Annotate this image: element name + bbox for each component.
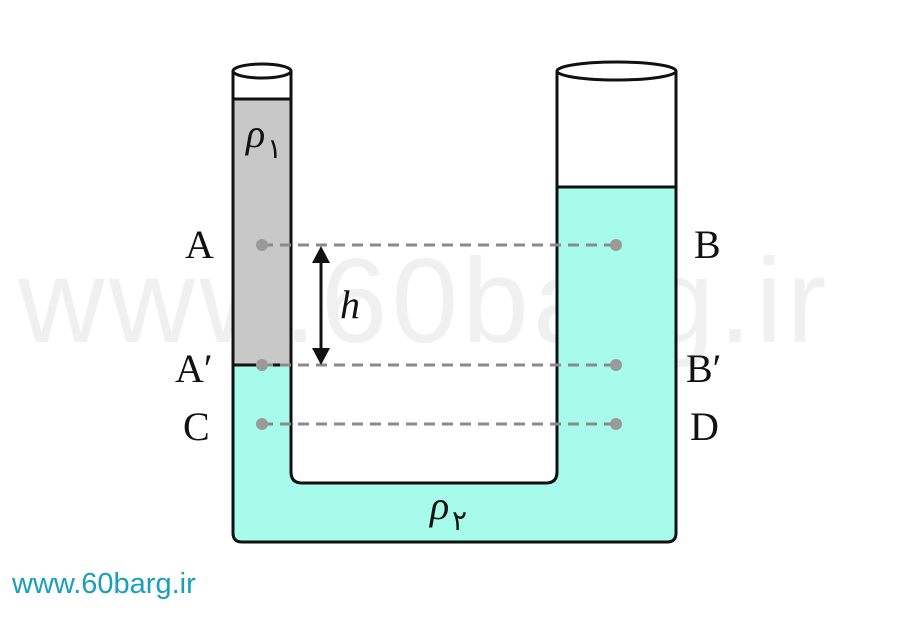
- point-d: [610, 418, 622, 430]
- label-height: h: [340, 282, 360, 327]
- label-b: B: [694, 222, 721, 267]
- background-watermark: www.60barg.ir: [17, 234, 830, 368]
- label-a-prime: A′: [175, 346, 213, 391]
- fluid1-region: [233, 99, 291, 365]
- point-b-prime: [610, 359, 622, 371]
- label-rho2-symbol: ρ: [428, 483, 449, 528]
- label-d: D: [690, 404, 719, 449]
- label-rho1-subscript: ۱: [267, 134, 282, 165]
- label-rho1-symbol: ρ: [244, 111, 265, 156]
- fluid2-region: [233, 187, 676, 542]
- footer-website-url: www.60barg.ir: [12, 568, 196, 600]
- label-rho2-subscript: ۲: [452, 506, 467, 537]
- left-tube-rim: [231, 62, 293, 80]
- point-a: [256, 239, 268, 251]
- label-c: C: [183, 404, 210, 449]
- u-tube-outline: [231, 71, 678, 544]
- label-a: A: [185, 222, 214, 267]
- right-tube-rim: [555, 60, 678, 82]
- point-c: [256, 418, 268, 430]
- label-b-prime: B′: [686, 346, 721, 391]
- point-b: [610, 239, 622, 251]
- point-a-prime: [256, 359, 268, 371]
- height-arrow: [312, 246, 330, 365]
